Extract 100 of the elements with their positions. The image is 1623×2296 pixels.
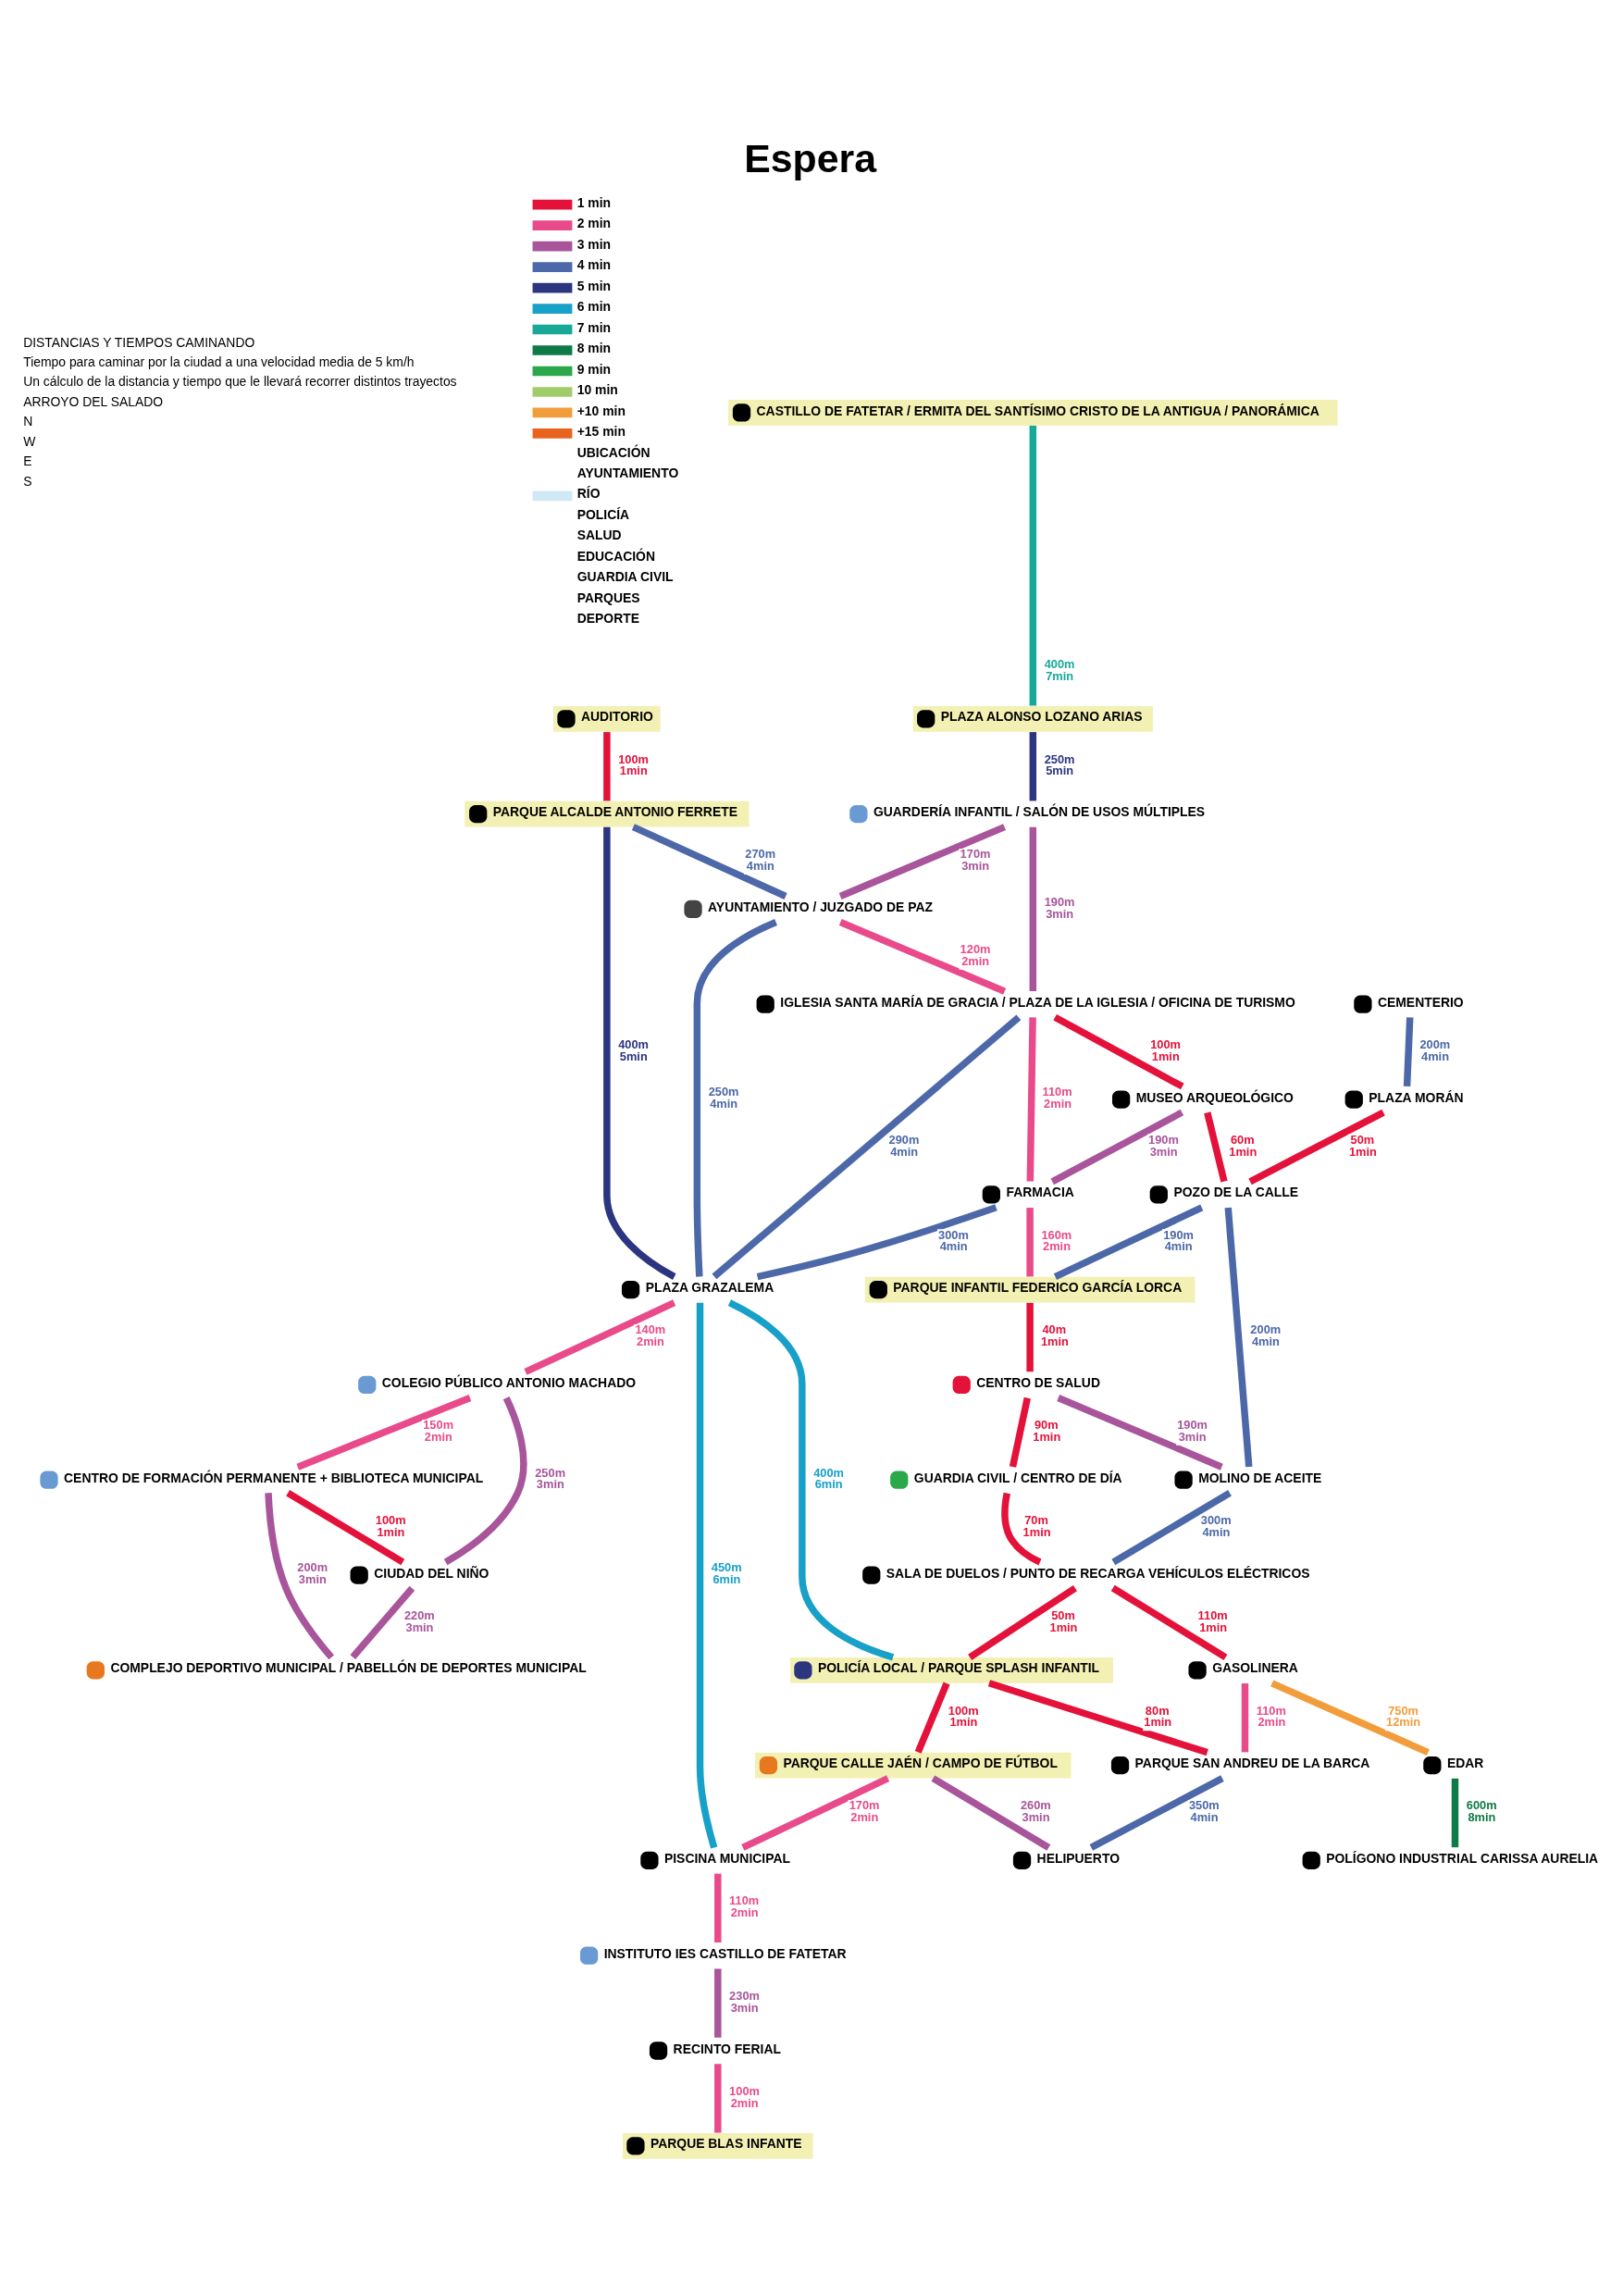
- node-label: PISCINA MUNICIPAL: [663, 1850, 790, 1866]
- edge-label: 200m 4min: [1250, 1322, 1282, 1349]
- connector: [987, 1680, 1208, 1756]
- connector: [350, 1585, 415, 1660]
- edge-label: 40m 1min: [1040, 1322, 1069, 1349]
- legend-label: 5 min: [576, 278, 612, 293]
- node-box: PARQUE CALLE JAÉN / CAMPO DE FÚTBOL: [754, 1752, 1072, 1779]
- label: DISTANCIAS Y TIEMPOS CAMINANDO: [23, 334, 255, 350]
- edge-label: 190m 4min: [1163, 1227, 1194, 1254]
- edge-label: 190m 3min: [1044, 894, 1075, 921]
- legend-label: GUARDIA CIVIL: [576, 569, 674, 585]
- node-label: EDAR: [1446, 1756, 1484, 1771]
- legend-label: +15 min: [576, 424, 626, 440]
- edge-label: 50m 1min: [1348, 1132, 1377, 1159]
- connector: [727, 1299, 895, 1661]
- connector: [1248, 1109, 1385, 1185]
- legend-label: SALUD: [576, 527, 622, 543]
- node-label: FARMACIA: [1006, 1185, 1074, 1200]
- connector: [1026, 1302, 1034, 1372]
- label: S: [23, 473, 32, 489]
- edge-label: 110m 2min: [729, 1893, 760, 1920]
- node-label: CIUDAD DEL NIÑO: [374, 1565, 489, 1581]
- node-label: POZO DE LA CALLE: [1173, 1185, 1299, 1200]
- edge-label: 110m 2min: [1256, 1703, 1286, 1730]
- edge-label: 400m 5min: [618, 1036, 650, 1063]
- edge-label: 600m 8min: [1466, 1798, 1497, 1825]
- edge-label: 300m 4min: [1200, 1512, 1232, 1539]
- edge-label: 260m 3min: [1020, 1798, 1051, 1825]
- node-label: CEMENTERIO: [1377, 994, 1464, 1010]
- edge-label: 270m 4min: [745, 847, 776, 874]
- legend-label: 1 min: [576, 194, 612, 210]
- connector: [914, 1682, 950, 1754]
- connector: [603, 732, 611, 801]
- legend-label: 10 min: [576, 382, 618, 398]
- edge-label: 100m 1min: [948, 1703, 979, 1730]
- node-box: PARQUE ALCALDE ANTONIO FERRETE: [465, 800, 750, 827]
- legend-label: DEPORTE: [576, 611, 639, 627]
- edge-label: 100m 1min: [618, 751, 650, 778]
- edge-label: 100m 1min: [375, 1512, 406, 1539]
- node-label: POLÍGONO INDUSTRIAL CARISSA AURELIA: [1326, 1850, 1599, 1866]
- connector: [712, 1014, 1022, 1280]
- edge-label: 60m 1min: [1229, 1132, 1258, 1159]
- edge-label: 230m 3min: [729, 1988, 760, 2015]
- label: ARROYO DEL SALADO: [23, 393, 164, 409]
- connector: [1451, 1778, 1459, 1848]
- node-box: PARQUE INFANTIL FEDERICO GARCÍA LORCA: [864, 1276, 1196, 1303]
- connector: [443, 1396, 527, 1566]
- edge-label: 250m 5min: [1044, 751, 1075, 778]
- legend-label: PARQUES: [576, 590, 640, 605]
- node-label: GUARDIA CIVIL / CENTRO DE DÍA: [913, 1470, 1122, 1485]
- legend-label: EDUCACIÓN: [576, 548, 655, 564]
- node-label: CENTRO DE FORMACIÓN PERMANENTE + BIBLIOTECA MUNICIPAL: [64, 1470, 484, 1485]
- edge-label: 120m 2min: [960, 942, 991, 969]
- node-label: PLAZA GRAZALEMA: [645, 1280, 774, 1296]
- node-box: CASTILLO DE FATETAR / ERMITA DEL SANTÍSIMO CRISTO DE LA ANTIGUA / PANORÁMICA: [728, 400, 1338, 426]
- legend-label: 3 min: [576, 236, 612, 252]
- legend-label: 6 min: [576, 299, 612, 315]
- edge-label: 80m 1min: [1144, 1703, 1172, 1730]
- connector: [524, 1299, 676, 1375]
- node-box: PARQUE BLAS INFANTE: [623, 2132, 813, 2159]
- edge-label: 160m 2min: [1041, 1227, 1072, 1254]
- label: W: [23, 433, 36, 449]
- node-box: POLICÍA LOCAL / PARQUE SPLASH INFANTIL: [790, 1657, 1114, 1683]
- node-label: MUSEO ARQUEOLÓGICO: [1135, 1089, 1294, 1105]
- edge-label: 200m 4min: [1419, 1036, 1451, 1063]
- node-label: MOLINO DE ACEITE: [1198, 1470, 1322, 1485]
- connector: [741, 1775, 890, 1851]
- node-label: COLEGIO PÚBLICO ANTONIO MACHADO: [381, 1374, 637, 1390]
- edge-label: 250m 4min: [708, 1085, 739, 1111]
- connector: [1050, 1109, 1184, 1185]
- edge-label: 170m 3min: [960, 847, 991, 874]
- connector: [1270, 1680, 1430, 1756]
- node-label: SALA DE DUELOS / PUNTO DE RECARGA VEHÍCULOS ELÉCTRICOS: [886, 1565, 1310, 1581]
- connector: [296, 1394, 472, 1471]
- edge-label: 100m 2min: [729, 2083, 760, 2110]
- node-label: GUARDERÍA INFANTIL / SALÓN DE USOS MÚLTIPLES: [873, 804, 1206, 820]
- connector: [1029, 425, 1037, 706]
- connector: [1009, 1396, 1031, 1468]
- edge-label: 150m 2min: [423, 1418, 454, 1445]
- edge-label: 170m 2min: [849, 1798, 880, 1825]
- edge-label: 100m 1min: [1150, 1036, 1182, 1063]
- edge-label: 90m 1min: [1033, 1418, 1061, 1445]
- connector: [631, 824, 787, 900]
- connector: [1001, 1492, 1042, 1566]
- legend-label: 2 min: [576, 216, 612, 231]
- edge-label: 450m 6min: [711, 1560, 742, 1587]
- connector: [286, 1490, 405, 1566]
- legend-label: AYUNTAMIENTO: [576, 465, 679, 480]
- connector: [1224, 1207, 1253, 1468]
- label: N: [23, 414, 33, 429]
- node-label: PLAZA MORÁN: [1369, 1089, 1464, 1105]
- legend-label: 4 min: [576, 257, 612, 273]
- node-label: AYUNTAMIENTO / JUZGADO DE PAZ: [708, 900, 933, 915]
- edge-label: 400m 7min: [1044, 656, 1075, 683]
- node-label: HELIPUERTO: [1036, 1850, 1120, 1866]
- edge-label: 110m 1min: [1197, 1607, 1228, 1634]
- edge-label: 750m 12min: [1386, 1703, 1421, 1730]
- edge-label: 140m 2min: [635, 1322, 666, 1349]
- diagram-title: Espera: [744, 135, 877, 180]
- connector: [603, 826, 676, 1280]
